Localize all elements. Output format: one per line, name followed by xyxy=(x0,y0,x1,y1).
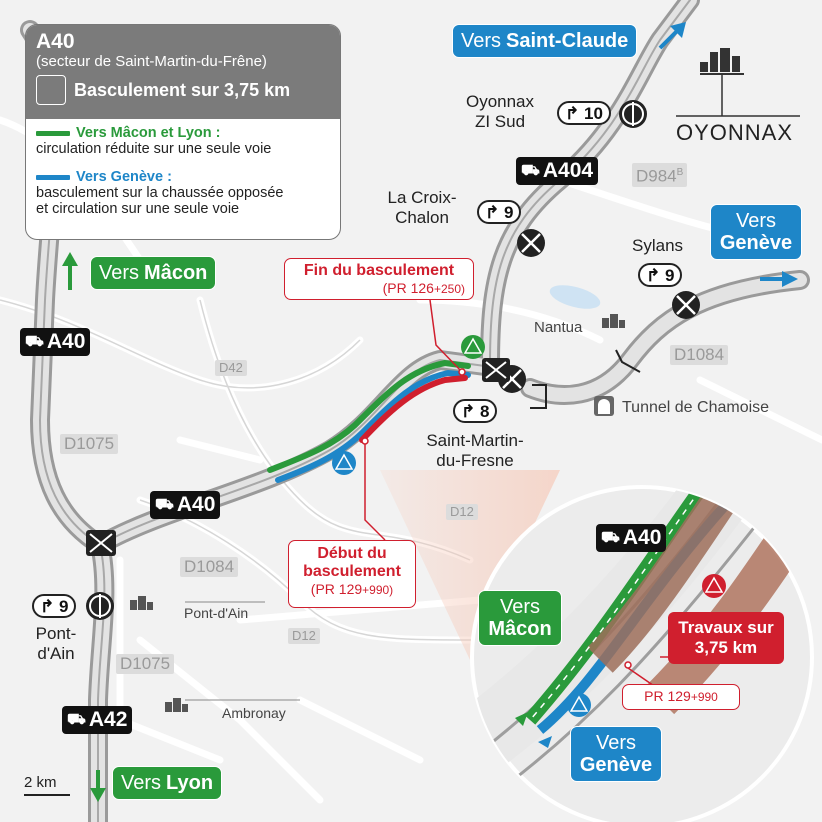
debut-point xyxy=(361,437,369,445)
callout-inset-pr: PR 129+990 xyxy=(622,684,740,710)
roadworks-warning-icon xyxy=(332,335,726,717)
legend-blue-label: Vers Genève : xyxy=(76,169,172,185)
tunnel-icon xyxy=(594,396,614,416)
legend-title: A40 xyxy=(36,30,75,53)
building-icon xyxy=(130,314,625,712)
fin-point xyxy=(458,368,466,376)
interchange-icon xyxy=(86,100,647,620)
exit-arrow-icon: ↱ xyxy=(40,597,55,616)
callout-fin-title: Fin du basculement xyxy=(303,262,455,279)
legend-blue-text-2: et circulation sur une seule voie xyxy=(36,201,240,217)
place-pont-d-ain: Pont-d'Ain xyxy=(35,624,77,663)
highway-a42: ⛟A42 xyxy=(62,706,133,734)
highway-a40-inset: ⛟A40 xyxy=(596,524,667,552)
road-d12-north: D12 xyxy=(446,504,478,520)
place-nantua: Nantua xyxy=(534,319,583,336)
road-d42: D42 xyxy=(215,360,247,376)
callout-fin-basculement: Fin du basculement (PR 126+250) xyxy=(284,258,474,300)
legend-green-row: Vers Mâcon et Lyon : circulation réduite… xyxy=(26,125,340,157)
building-icon xyxy=(676,48,800,117)
zoom-cone xyxy=(380,470,560,660)
callout-debut-title-1: Début du xyxy=(317,545,387,562)
green-swatch xyxy=(36,130,70,136)
place-ambronay: Ambronay xyxy=(222,705,286,721)
road-d1084-west: D1084 xyxy=(180,557,239,577)
highway-a404: ⛟A404 xyxy=(516,157,599,185)
scale-label: 2 km xyxy=(24,774,57,791)
exit-pont-d-ain: ↱ 9 xyxy=(32,594,77,618)
exit-arrow-icon: ↱ xyxy=(461,402,476,421)
exit-arrow-icon: ↱ xyxy=(646,266,661,285)
highway-a40-west: ⛟A40 xyxy=(20,328,91,356)
exit-saint-martin: ↱ 8 xyxy=(453,399,498,423)
place-sylans: Sylans xyxy=(632,236,684,255)
exit-sylans: ↱ 9 xyxy=(638,263,683,287)
legend-panel: A40 (secteur de Saint-Martin-du-Frêne) B… xyxy=(25,24,341,240)
road-d984b: D984B xyxy=(632,163,688,187)
highway-pictogram-icon: ⛟ xyxy=(67,711,86,728)
legend-blue-row: Vers Genève : basculement sur la chaussé… xyxy=(26,169,340,217)
highway-pictogram-icon: ⛟ xyxy=(521,162,540,179)
place-tunnel: Tunnel de Chamoise xyxy=(622,399,770,416)
legend-green-label: Vers Mâcon et Lyon : xyxy=(76,125,221,141)
legend-green-text: circulation réduite sur une seule voie xyxy=(36,141,272,157)
place-oyonnax-city: OYONNAX xyxy=(676,120,794,145)
legend-subtitle: (secteur de Saint-Martin-du-Frêne) xyxy=(36,53,267,70)
legend-header: A40 (secteur de Saint-Martin-du-Frêne) B… xyxy=(26,25,340,119)
road-d1075-north: D1075 xyxy=(60,434,119,454)
highway-pictogram-icon: ⛟ xyxy=(601,529,620,546)
blue-swatch xyxy=(36,174,70,180)
exit-oyonnax: ↱ 10 xyxy=(557,101,611,125)
road-d1075-south: D1075 xyxy=(116,654,175,674)
tunnel-bracket xyxy=(530,384,547,409)
place-saint-martin: Saint-Martin-du-Fresne xyxy=(426,431,524,470)
affected-section xyxy=(267,359,471,483)
callout-debut-basculement: Début du basculement (PR 129+990) xyxy=(288,540,416,608)
place-pont-d-ain-small: Pont-d'Ain xyxy=(184,605,249,621)
exit-la-croix: ↱ 9 xyxy=(477,200,522,224)
exit-arrow-icon: ↱ xyxy=(565,104,580,123)
exit-arrow-icon: ↱ xyxy=(485,203,500,222)
fin-leader xyxy=(429,299,463,373)
legend-headline-text: Basculement sur 3,75 km xyxy=(74,79,291,100)
debut-leader xyxy=(364,441,386,541)
highway-pictogram-icon: ⛟ xyxy=(25,333,44,350)
tunnel-bracket-east xyxy=(615,349,641,373)
lake xyxy=(549,285,601,309)
highway-pictogram-icon: ⛟ xyxy=(155,496,174,513)
callout-debut-title-2: basculement xyxy=(303,563,401,580)
road-d12-south: D12 xyxy=(288,628,320,644)
legend-headline: Basculement sur 3,75 km xyxy=(36,75,330,105)
no-access-icon xyxy=(86,229,700,556)
highway-a40-center: ⛟A40 xyxy=(150,491,221,519)
legend-blue-text-1: basculement sur la chaussée opposée xyxy=(36,185,284,201)
road-d1084-east: D1084 xyxy=(670,345,729,365)
place-la-croix-chalon: La Croix-Chalon xyxy=(387,188,457,227)
direction-arrow-icon xyxy=(62,22,798,802)
road-narrowing-icon xyxy=(36,75,66,105)
